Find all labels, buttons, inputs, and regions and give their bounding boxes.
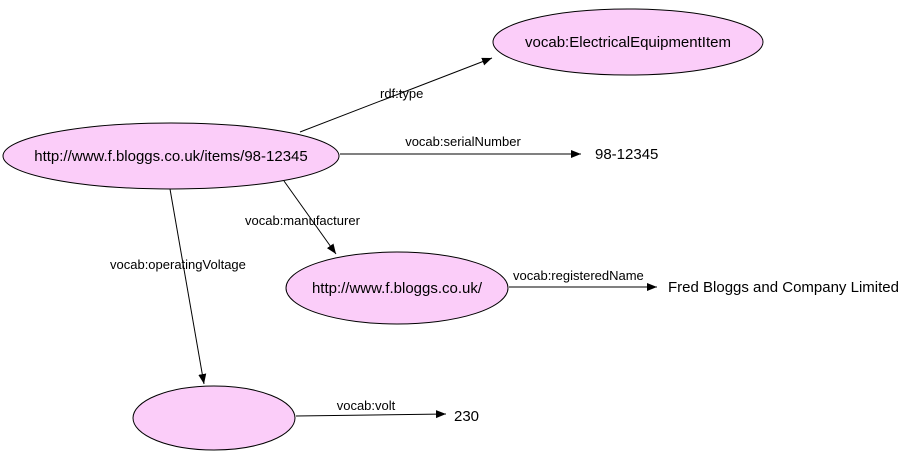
node-anonymous [132, 385, 296, 451]
node-company: http://www.f.bloggs.co.uk/ [285, 251, 509, 325]
literal-volt: 230 [454, 408, 479, 425]
edge-manufacturer-label: vocab:manufacturer [245, 213, 361, 228]
node-anonymous-ellipse [132, 385, 296, 451]
node-item-label: http://www.f.bloggs.co.uk/items/98-12345 [34, 148, 307, 165]
edge-operating-voltage-line [169, 188, 207, 385]
edge-rdf-type-label: rdf:type [380, 86, 423, 101]
node-equipment-class-ellipse [492, 8, 764, 76]
edge-volt-label: vocab:volt [337, 398, 396, 413]
node-company-label: http://www.f.bloggs.co.uk/ [312, 280, 483, 297]
node-item-ellipse [2, 122, 340, 190]
edge-registered-name-label: vocab:registeredName [513, 268, 644, 283]
edge-operating-voltage-label: vocab:operatingVoltage [110, 257, 246, 272]
edge-rdf-type-line [299, 57, 493, 133]
node-company-ellipse [285, 251, 509, 325]
edge-serial-number-label: vocab:serialNumber [405, 134, 521, 149]
node-equipment-class-label: vocab:ElectricalEquipmentItem [525, 34, 731, 51]
node-item: http://www.f.bloggs.co.uk/items/98-12345 [2, 122, 340, 190]
literal-serial-number: 98-12345 [595, 146, 658, 163]
literal-registered-name: Fred Bloggs and Company Limited [668, 279, 899, 296]
node-equipment-class: vocab:ElectricalEquipmentItem [492, 8, 764, 76]
edge-manufacturer-line [283, 180, 337, 255]
edge-volt-line [295, 410, 447, 419]
